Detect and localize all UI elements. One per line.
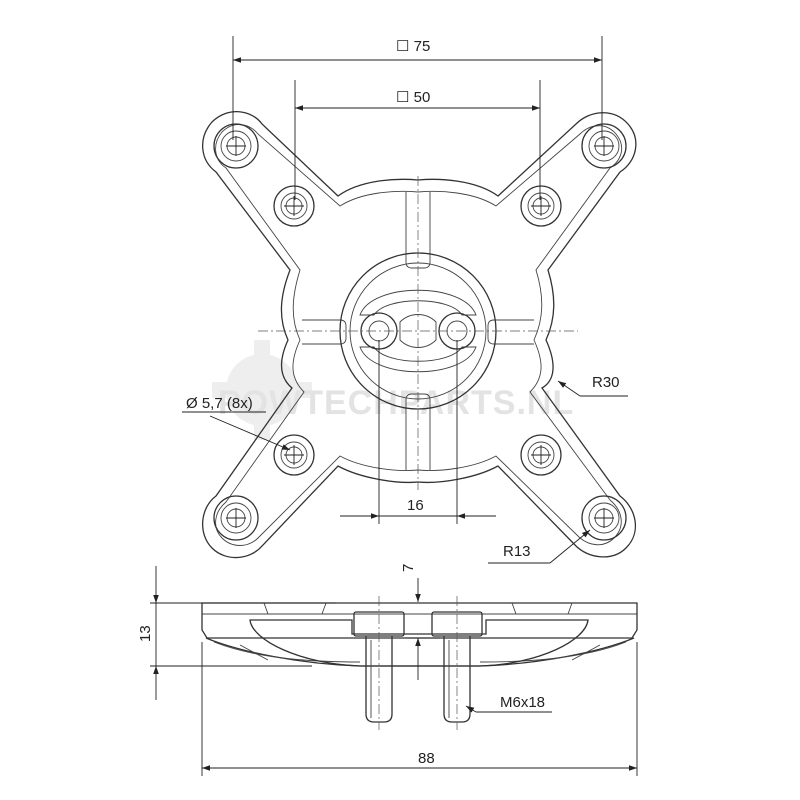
- hole-inner-bl: [273, 434, 315, 476]
- dim-hole-label: Ø 5,7 (8x): [186, 395, 253, 412]
- dim-height-small-label: 7: [400, 564, 417, 572]
- side-insert: [249, 619, 589, 667]
- dim-width-label: 88: [418, 750, 435, 767]
- hole-outer-bl: [213, 495, 259, 541]
- dim-height-small: 7: [400, 564, 440, 680]
- dim-radius-arm-label: R13: [503, 543, 531, 560]
- dim-height-total-label: 13: [137, 625, 154, 642]
- top-view: [201, 110, 637, 559]
- hole-outer-tr: [581, 123, 627, 169]
- dim-bolt-label: M6x18: [500, 694, 545, 711]
- mounting-holes: [213, 123, 627, 541]
- hole-outer-br: [581, 495, 627, 541]
- dim-bolt-spacing-label: 16: [407, 497, 424, 514]
- dim-height-total: 13: [137, 566, 336, 700]
- side-plate: [201, 602, 638, 639]
- hole-inner-br: [520, 434, 562, 476]
- dim-outer-square: ☐ 75: [232, 36, 603, 140]
- dim-bolt: M6x18: [465, 694, 552, 713]
- hole-inner-tr: [520, 185, 562, 227]
- watermark: POWTECHPARTS.NL: [212, 340, 574, 440]
- hole-outer-tl: [213, 123, 259, 169]
- dim-radius-outer-label: R30: [592, 374, 620, 391]
- dim-radius-arm: R13: [488, 529, 591, 564]
- hub-slot-top: [359, 289, 477, 316]
- side-view: [201, 596, 638, 730]
- plate-outline: [201, 110, 637, 559]
- dim-inner-square: ☐ 50: [294, 80, 541, 200]
- hole-inner-tl: [273, 185, 315, 227]
- dim-bolt-spacing: 16: [340, 340, 496, 524]
- dim-hole: Ø 5,7 (8x): [182, 395, 291, 451]
- watermark-text: POWTECHPARTS.NL: [218, 384, 574, 422]
- hub-center-web: [399, 314, 437, 348]
- dim-inner-square-label: ☐ 50: [396, 89, 430, 106]
- dim-radius-outer: R30: [557, 374, 628, 397]
- dim-outer-square-label: ☐ 75: [396, 38, 430, 55]
- dim-width: 88: [201, 642, 638, 776]
- hub-slot-bottom: [359, 346, 477, 373]
